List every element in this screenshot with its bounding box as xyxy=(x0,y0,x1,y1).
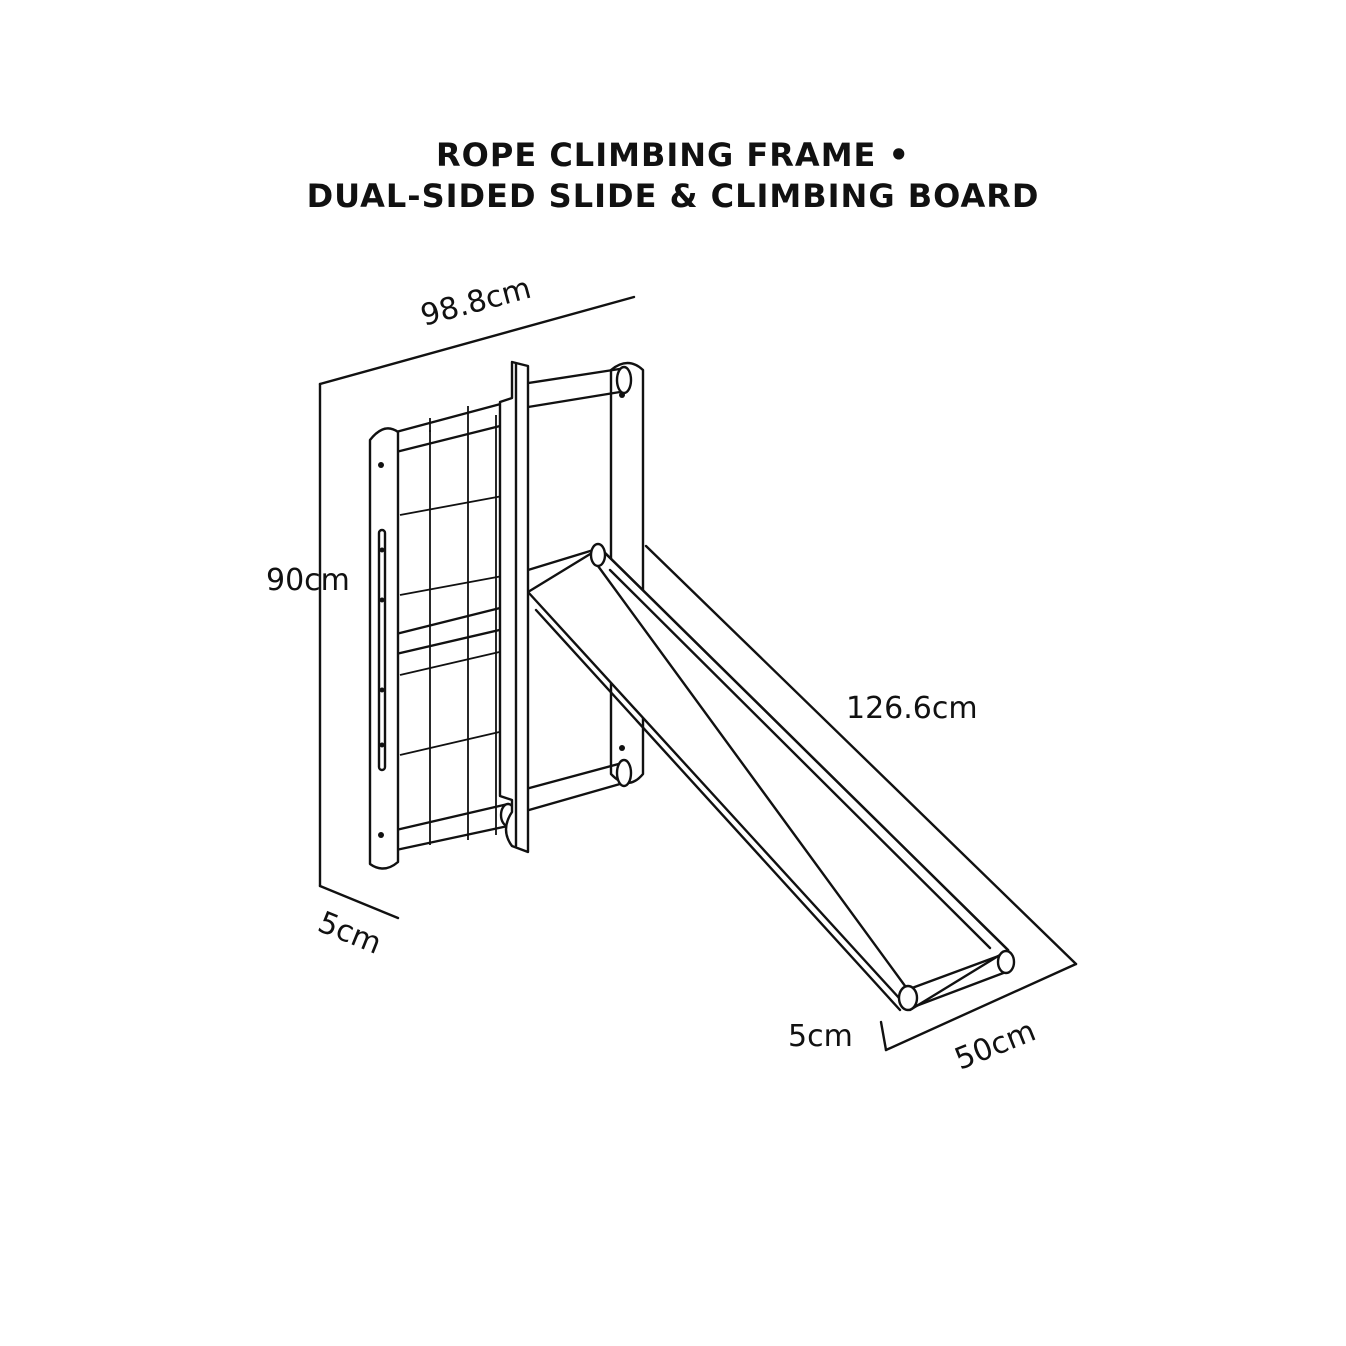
back-rung-bottom xyxy=(520,760,628,792)
width-label: 98.8cm xyxy=(417,271,535,334)
slot-pin xyxy=(379,597,385,603)
rung-end xyxy=(615,758,633,788)
slide-rail-bottom xyxy=(534,608,902,1012)
slide xyxy=(526,542,1016,1012)
depth-dimension-line xyxy=(318,884,400,920)
climbing-rungs xyxy=(394,400,517,852)
width-dimension-line xyxy=(318,295,636,386)
slide-foot-rung-lower xyxy=(914,970,1008,1008)
title-line-1: ROPE CLIMBING FRAME • xyxy=(436,136,910,174)
back-rung-bottom-lower xyxy=(520,782,622,814)
slot-pin xyxy=(379,687,385,693)
back-rung-mid xyxy=(526,546,602,572)
rung-end xyxy=(589,542,607,568)
bolt-hole xyxy=(378,832,384,838)
slide-width-dimension-line xyxy=(884,962,1078,1052)
back-rung-top xyxy=(520,366,628,386)
center-stile xyxy=(498,360,530,854)
slide-foot-rung xyxy=(910,952,1006,990)
height-label: 90cm xyxy=(266,563,350,598)
slide-length-dimension-line xyxy=(644,544,1078,966)
slide-width-label: 50cm xyxy=(950,1014,1041,1078)
slide-rail-inner xyxy=(608,568,992,950)
rung-end xyxy=(897,984,919,1012)
rope-slot xyxy=(377,528,387,772)
slot-pin xyxy=(379,547,385,553)
rung-end xyxy=(615,365,633,395)
climbing-board xyxy=(368,360,530,870)
slide-rail-top xyxy=(598,546,1010,952)
climbing-grid xyxy=(399,406,513,845)
title-line-2: DUAL-SIDED SLIDE & CLIMBING BOARD xyxy=(306,177,1040,215)
slide-thickness-dimension-line xyxy=(879,1020,888,1052)
bolt-hole xyxy=(378,462,384,468)
slide-board xyxy=(526,546,1010,1012)
slide-surface-edge xyxy=(596,564,910,992)
dimension-lines xyxy=(318,295,1078,1052)
rung-end xyxy=(996,949,1016,975)
bolt-hole xyxy=(619,745,625,751)
back-rung-top-lower xyxy=(520,390,622,410)
depth-label: 5cm xyxy=(313,905,386,962)
slot-pin xyxy=(379,742,385,748)
slide-thickness-label: 5cm xyxy=(788,1019,853,1054)
slide-length-label: 126.6cm xyxy=(846,691,978,726)
